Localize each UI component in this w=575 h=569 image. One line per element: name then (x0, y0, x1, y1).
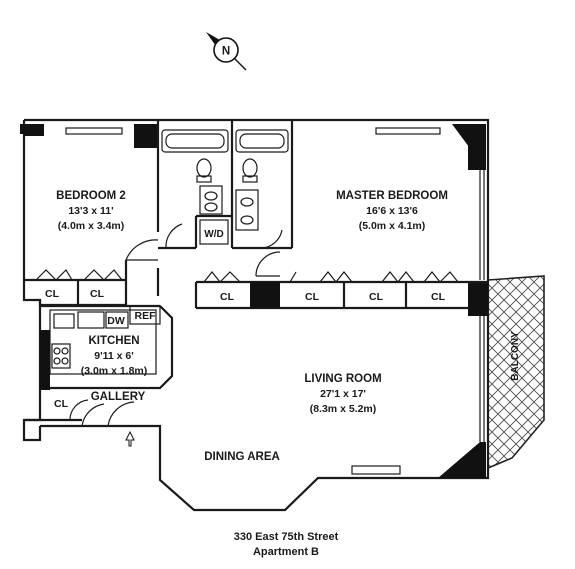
washer-dryer-label: W/D (204, 229, 223, 240)
master-bedroom-dim-imperial: 16'6 x 13'6 (366, 205, 418, 217)
master-bedroom-name: MASTER BEDROOM (336, 190, 448, 202)
closet-doors (35, 269, 459, 283)
address-unit: Apartment B (253, 546, 319, 558)
bedroom2-dim-imperial: 13'3 x 11' (68, 205, 113, 217)
compass-ring (213, 37, 239, 63)
kitchen-walls (40, 304, 174, 427)
master-bedroom-dim-metric: (5.0m x 4.1m) (359, 220, 426, 232)
bedroom2-dim-metric: (4.0m x 3.4m) (58, 220, 125, 232)
master-bedroom-label: MASTER BEDROOM 16'6 x 13'6 (5.0m x 4.1m) (336, 190, 448, 232)
closet-label-master-2: CL (305, 291, 320, 303)
living-room-name: LIVING ROOM (304, 373, 381, 385)
closet-label-gallery: CL (54, 398, 69, 410)
kitchen-dim-imperial: 9'11 x 6' (94, 350, 133, 362)
closet-label-bedroom2-right: CL (90, 288, 105, 300)
gallery-label: GALLERY (91, 391, 146, 403)
bedroom2-label: BEDROOM 2 13'3 x 11' (4.0m x 3.4m) (56, 190, 126, 232)
kitchen-dim-metric: (3.0m x 1.8m) (81, 365, 148, 377)
closet-label-master-1: CL (220, 291, 235, 303)
compass: N (206, 32, 247, 71)
kitchen-name: KITCHEN (88, 335, 139, 347)
dishwasher-label: DW (107, 315, 125, 327)
windows (65, 127, 485, 475)
entry-arrow-icon (125, 430, 135, 447)
compass-north-letter: N (222, 46, 230, 58)
closet-label-master-4: CL (431, 291, 446, 303)
bedroom2-name: BEDROOM 2 (56, 190, 126, 202)
exterior-walls (20, 118, 490, 512)
balcony-label: BALCONY (510, 331, 521, 381)
refrigerator-label: REF (135, 310, 157, 322)
balcony: BALCONY (487, 275, 545, 470)
bathrooms: W/D (158, 120, 294, 250)
living-room-dim-imperial: 27'1 x 17' (320, 388, 366, 400)
dining-area-label: DINING AREA (204, 451, 280, 463)
living-room-label: LIVING ROOM 27'1 x 17' (8.3m x 5.2m) (304, 373, 381, 415)
closet-label-bedroom2-left: CL (45, 288, 60, 300)
closet-label-master-3: CL (369, 291, 384, 303)
address-street: 330 East 75th Street (234, 531, 339, 543)
kitchen-label: KITCHEN 9'11 x 6' (3.0m x 1.8m) (81, 335, 148, 377)
entry-door (107, 401, 135, 447)
living-room-dim-metric: (8.3m x 5.2m) (310, 403, 377, 415)
